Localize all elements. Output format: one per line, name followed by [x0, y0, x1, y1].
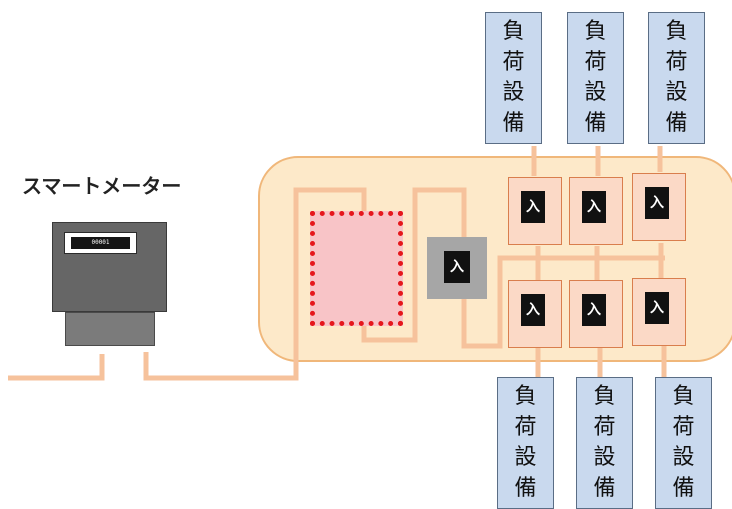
load-char: 設 [502, 80, 525, 106]
breaker-switch: 入 [645, 292, 669, 324]
breaker-switch: 入 [521, 191, 545, 223]
breaker-bottom-3: 入 [632, 278, 686, 346]
breaker-switch: 入 [645, 187, 669, 219]
breaker-bottom-2: 入 [569, 280, 623, 348]
meter-title: スマートメーター [22, 174, 182, 198]
load-equipment-top-1: 負 荷 設 備 [485, 12, 542, 144]
load-char: 負 [514, 384, 537, 410]
service-wire [8, 354, 105, 381]
breaker-switch: 入 [582, 191, 606, 223]
meter-base [65, 312, 155, 346]
load-char: 荷 [665, 49, 688, 75]
meter-display: 00001 [64, 232, 137, 254]
load-equipment-bottom-2: 負 荷 設 備 [576, 377, 633, 509]
load-equipment-top-2: 負 荷 設 備 [567, 12, 624, 144]
load-char: 荷 [584, 49, 607, 75]
load-char: 備 [593, 475, 616, 501]
highlight-area [310, 211, 403, 326]
meter-reading: 00001 [71, 237, 130, 249]
load-char: 備 [672, 475, 695, 501]
load-equipment-bottom-3: 負 荷 設 備 [655, 377, 712, 509]
breaker-switch: 入 [582, 294, 606, 326]
load-char: 設 [672, 445, 695, 471]
load-char: 設 [665, 80, 688, 106]
load-equipment-top-3: 負 荷 設 備 [648, 12, 705, 144]
breaker-top-3: 入 [632, 173, 686, 241]
load-char: 備 [514, 475, 537, 501]
main-breaker-switch: 入 [444, 251, 470, 283]
breaker-bottom-1: 入 [508, 280, 562, 348]
load-equipment-bottom-1: 負 荷 設 備 [497, 377, 554, 509]
breaker-top-2: 入 [569, 177, 623, 245]
load-char: 荷 [593, 414, 616, 440]
load-char: 備 [584, 110, 607, 136]
load-char: 備 [502, 110, 525, 136]
main-breaker: 入 [427, 237, 487, 299]
breaker-switch: 入 [521, 294, 545, 326]
main-breaker-wire [461, 255, 665, 349]
breaker-top-1: 入 [508, 177, 562, 245]
load-char: 負 [593, 384, 616, 410]
meter-out-wire [143, 187, 467, 381]
load-char: 設 [593, 445, 616, 471]
load-char: 備 [665, 110, 688, 136]
load-char: 負 [665, 19, 688, 45]
load-char: 負 [502, 19, 525, 45]
load-char: 荷 [514, 414, 537, 440]
load-char: 設 [584, 80, 607, 106]
load-char: 荷 [502, 49, 525, 75]
load-char: 負 [672, 384, 695, 410]
load-char: 設 [514, 445, 537, 471]
load-char: 荷 [672, 414, 695, 440]
load-char: 負 [584, 19, 607, 45]
